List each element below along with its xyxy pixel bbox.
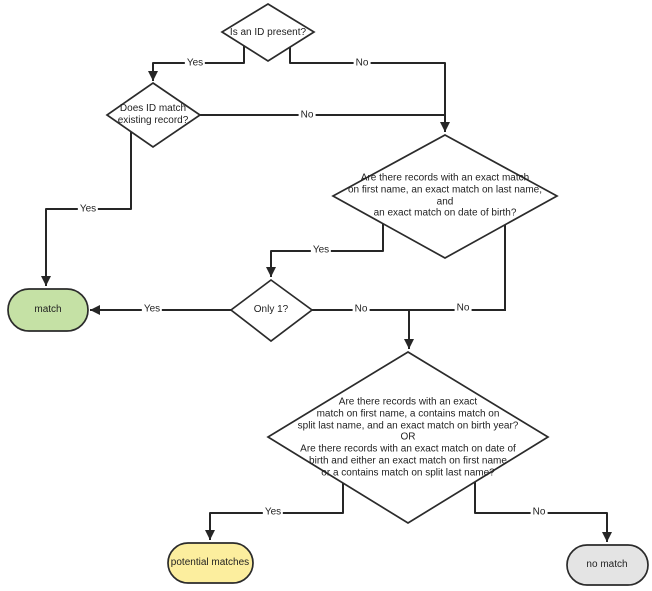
edge-exact-match-yes	[266, 223, 384, 277]
edge-id-present-yes	[148, 45, 245, 81]
terminator-potential-matches	[167, 542, 254, 584]
edge-fuzzy-match-yes	[205, 481, 344, 540]
decision-only-one	[229, 278, 314, 343]
edge-id-match-yes	[41, 130, 132, 286]
decision-is-id-present	[220, 3, 316, 63]
decision-exact-match	[331, 134, 559, 259]
decision-does-id-match	[105, 81, 202, 149]
edge-fuzzy-match-no	[474, 479, 612, 542]
edge-id-present-no	[289, 46, 450, 132]
decision-fuzzy-match	[266, 351, 550, 524]
terminator-match	[7, 288, 89, 332]
terminator-no-match	[566, 544, 649, 586]
